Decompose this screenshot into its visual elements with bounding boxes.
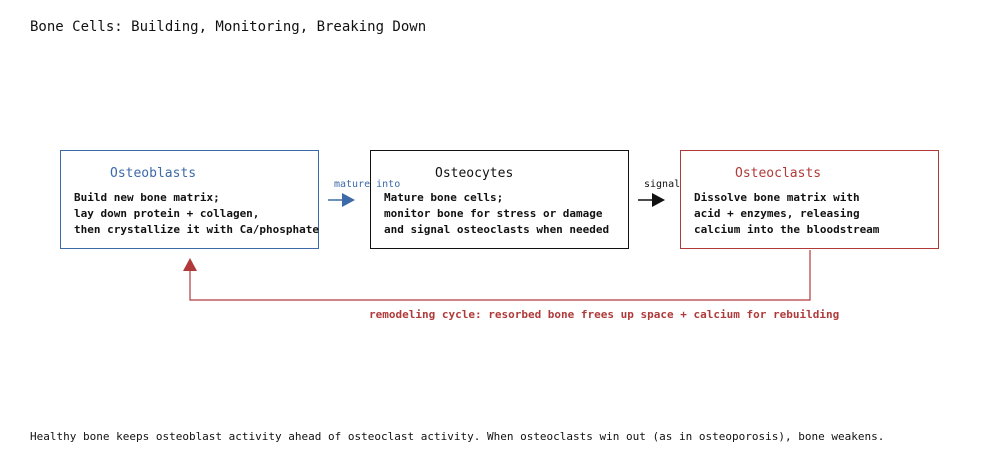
remodeling-cycle-arrow xyxy=(183,250,811,301)
osteoclasts-node: Osteoclasts Dissolve bone matrix with ac… xyxy=(680,150,939,249)
osteoblasts-description: Build new bone matrix; lay down protein … xyxy=(74,191,320,236)
mature-into-arrow xyxy=(328,193,355,207)
diagram-title: Bone Cells: Building, Monitoring, Breaki… xyxy=(30,19,427,35)
osteoblasts-node: Osteoblasts Build new bone matrix; lay d… xyxy=(60,150,319,249)
mature-into-label: mature into xyxy=(334,179,401,190)
osteocytes-description: Mature bone cells; monitor bone for stre… xyxy=(384,191,610,236)
osteoclasts-title: Osteoclasts xyxy=(735,166,822,181)
signal-label: signal xyxy=(644,179,681,190)
remodeling-cycle-label: remodeling cycle: resorbed bone frees up… xyxy=(369,308,840,321)
osteoblasts-title: Osteoblasts xyxy=(110,166,197,181)
footer-note: Healthy bone keeps osteoblast activity a… xyxy=(30,430,885,443)
signal-arrow xyxy=(638,193,665,207)
osteoclasts-description: Dissolve bone matrix with acid + enzymes… xyxy=(694,191,880,236)
osteocytes-title: Osteocytes xyxy=(435,166,514,181)
osteocytes-node: Osteocytes Mature bone cells; monitor bo… xyxy=(370,150,629,249)
